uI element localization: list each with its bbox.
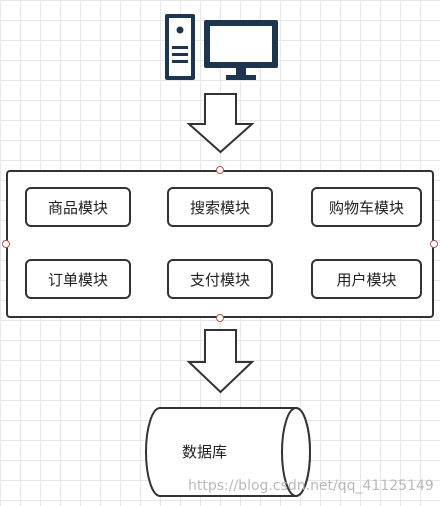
module-cart[interactable]: 购物车模块 [311, 187, 422, 227]
connection-handle-left[interactable] [2, 240, 10, 248]
module-user[interactable]: 用户模块 [311, 259, 422, 299]
down-arrow-top [186, 93, 255, 154]
down-arrow-bottom [186, 329, 255, 394]
module-goods[interactable]: 商品模块 [25, 187, 131, 227]
module-search[interactable]: 搜索模块 [167, 187, 273, 227]
watermark-text: https://blog.csdn.net/qq_41125149 [188, 478, 434, 494]
desktop-computer-icon [165, 14, 278, 80]
connection-handle-right[interactable] [430, 240, 438, 248]
database-label: 数据库 [182, 443, 228, 461]
module-payment[interactable]: 支付模块 [167, 259, 273, 299]
database-cylinder [145, 407, 311, 497]
connection-handle-bottom[interactable] [216, 314, 224, 322]
connection-handle-top[interactable] [216, 166, 224, 174]
module-order[interactable]: 订单模块 [25, 259, 131, 299]
